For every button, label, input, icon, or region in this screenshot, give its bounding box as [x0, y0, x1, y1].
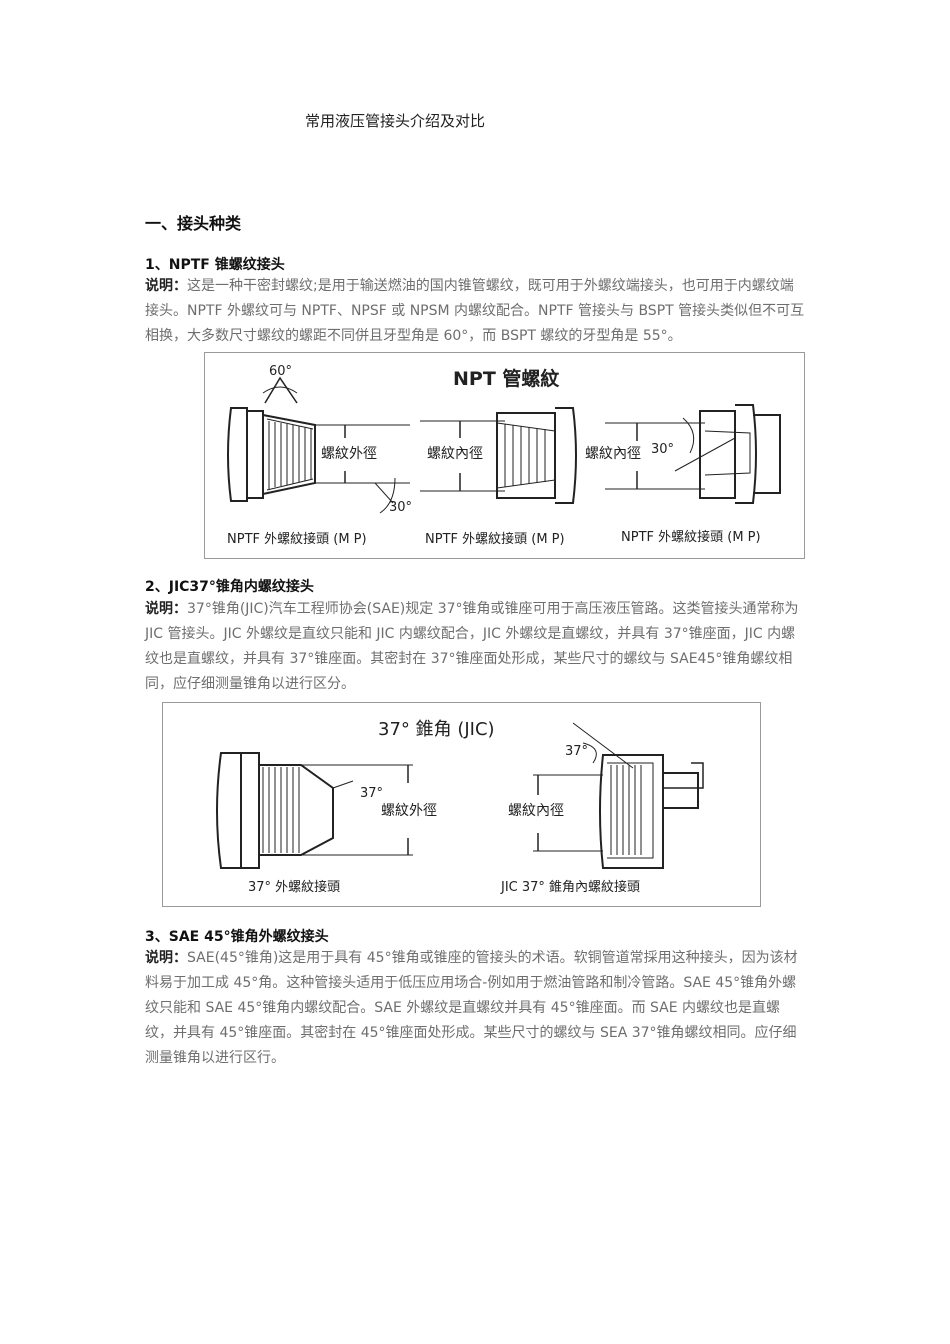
item1-label: 说明： [145, 278, 187, 294]
section-heading: 一、接头种类 [145, 214, 242, 233]
jic-angle-right: 37° [565, 744, 588, 759]
jic-caption-2: JIC 37° 錐角內螺紋接頭 [500, 879, 640, 895]
npt-label-outer: 螺紋外徑 [321, 446, 377, 462]
jic-label-outer: 螺紋外徑 [381, 803, 437, 819]
document-title: 常用液压管接头介绍及对比 [304, 112, 485, 130]
item1-paragraph: 说明：这是一种干密封螺纹;是用于输送燃油的国内锥管螺纹，既可用于外螺纹端接头，也… [145, 274, 807, 349]
npt-figure: 60° NPT 管螺紋 螺紋外徑 螺紋內徑 螺紋內徑 30° 30° NPTF … [204, 352, 805, 559]
jic-caption-1: 37° 外螺紋接頭 [248, 879, 340, 895]
jic-label-inner: 螺紋內徑 [508, 803, 564, 819]
item2-text: 37°锥角(JIC)汽车工程师协会(SAE)规定 37°锥角或锥座可用于高压液压… [145, 601, 799, 692]
npt-caption-1: NPTF 外螺紋接頭 (M P) [227, 531, 367, 547]
npt-diagram-title: NPT 管螺紋 [453, 367, 559, 390]
item1-heading: 1、NPTF 锥螺纹接头 [145, 257, 285, 273]
item3-heading: 3、SAE 45°锥角外螺纹接头 [145, 929, 329, 945]
npt-angle-30-left: 30° [389, 500, 412, 515]
jic-angle-left: 37° [360, 786, 383, 801]
npt-diagram: 60° NPT 管螺紋 螺紋外徑 螺紋內徑 螺紋內徑 30° 30° NPTF … [227, 364, 781, 547]
jic-diagram: 37° 錐角 (JIC) 37° 37° 螺紋外徑 螺紋內徑 37° 外螺紋接頭… [216, 719, 704, 895]
npt-angle-30-right: 30° [651, 442, 674, 457]
item1-text: 这是一种干密封螺纹;是用于输送燃油的国内锥管螺纹，既可用于外螺纹端接头，也可用于… [145, 278, 805, 344]
item2-label: 说明： [145, 601, 187, 617]
jic-diagram-title: 37° 錐角 (JIC) [378, 719, 495, 740]
npt-caption-2: NPTF 外螺紋接頭 (M P) [425, 531, 565, 547]
item2-paragraph: 说明：37°锥角(JIC)汽车工程师协会(SAE)规定 37°锥角或锥座可用于高… [145, 597, 807, 697]
item2-heading: 2、JIC37°锥角内螺纹接头 [145, 579, 314, 595]
npt-label-inner-2: 螺紋內徑 [585, 446, 641, 462]
item3-text: SAE(45°锥角)这是用于具有 45°锥角或锥座的管接头的术语。软铜管道常採用… [145, 950, 798, 1066]
jic-figure: 37° 錐角 (JIC) 37° 37° 螺紋外徑 螺紋內徑 37° 外螺紋接頭… [162, 702, 761, 907]
item3-label: 说明： [145, 950, 187, 966]
item3-paragraph: 说明：SAE(45°锥角)这是用于具有 45°锥角或锥座的管接头的术语。软铜管道… [145, 946, 807, 1071]
npt-angle-60: 60° [269, 364, 292, 379]
npt-caption-3: NPTF 外螺紋接頭 (M P) [621, 529, 761, 545]
npt-label-inner-1: 螺紋內徑 [427, 446, 483, 462]
